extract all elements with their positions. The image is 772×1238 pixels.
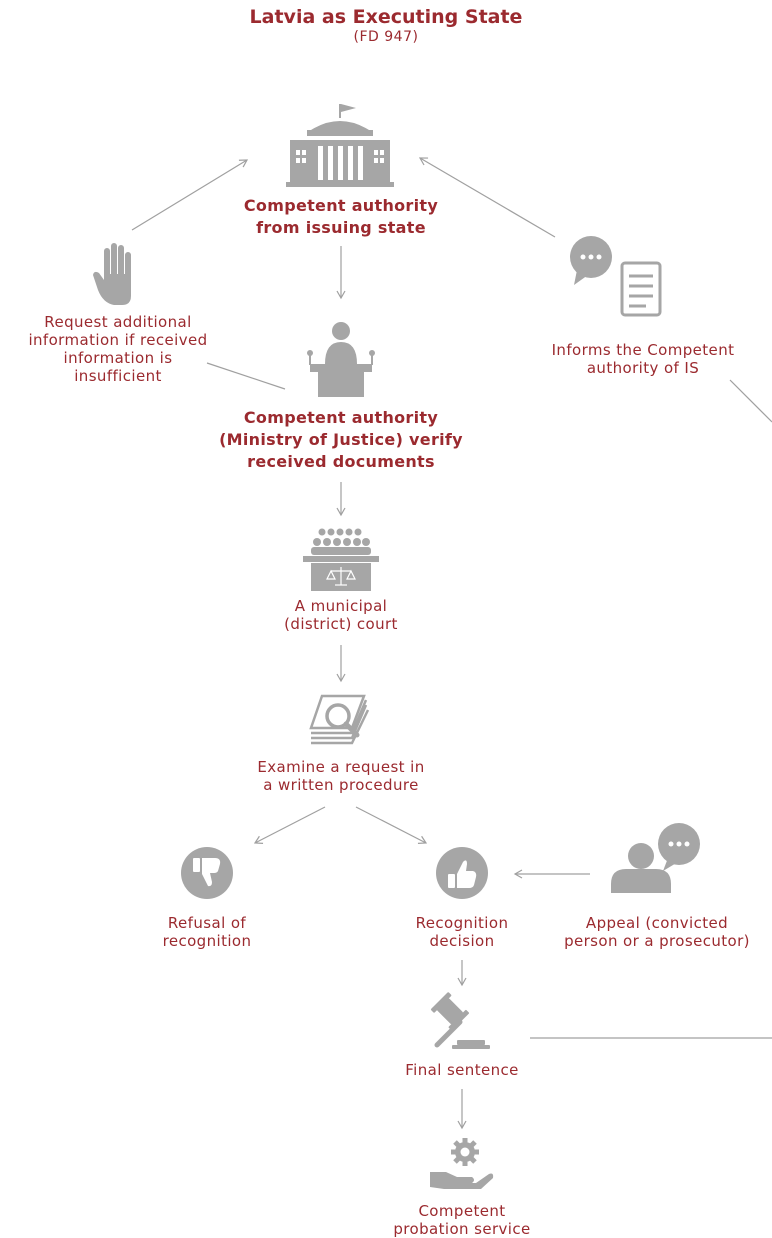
thumbs-down-icon bbox=[181, 847, 233, 899]
ministry-line3: received documents bbox=[247, 452, 435, 471]
arrow-informs-to-issuing bbox=[418, 157, 556, 238]
arrow-request-to-issuing bbox=[131, 159, 249, 231]
line-ministry-to-request bbox=[206, 362, 286, 390]
court-line2: (district) court bbox=[284, 615, 398, 633]
node-final: Final sentence bbox=[372, 1061, 552, 1079]
request-info-line3: information is bbox=[63, 349, 173, 367]
appeal-line1: Appeal (convicted bbox=[585, 914, 729, 932]
informs-line2: authority of IS bbox=[586, 359, 700, 377]
informs-line1: Informs the Competent bbox=[551, 341, 735, 359]
ministry-line1: Competent authority bbox=[243, 408, 439, 427]
speaker-podium-icon bbox=[307, 322, 375, 397]
recognition-line1: Recognition bbox=[415, 914, 509, 932]
node-court: A municipal (district) court bbox=[231, 597, 451, 633]
issuing-authority-line1: Competent authority bbox=[243, 196, 439, 215]
probation-line1: Competent bbox=[418, 1202, 506, 1220]
ministry-line2: (Ministry of Justice) verify bbox=[219, 430, 463, 449]
page-subtitle: (FD 947) bbox=[353, 29, 419, 45]
court-line1: A municipal bbox=[294, 597, 388, 615]
node-probation: Competent probation service bbox=[362, 1202, 562, 1238]
refusal-line2: recognition bbox=[162, 932, 252, 950]
page-title: Latvia as Executing State bbox=[249, 6, 523, 28]
request-info-line4: insufficient bbox=[74, 367, 162, 385]
node-refusal: Refusal of recognition bbox=[127, 914, 287, 950]
line-informs-offscreen bbox=[729, 379, 772, 423]
node-issuing-authority: Competent authority from issuing state bbox=[191, 195, 491, 239]
gavel-icon bbox=[430, 992, 490, 1049]
examine-line2: a written procedure bbox=[263, 776, 419, 794]
issuing-authority-line2: from issuing state bbox=[256, 218, 426, 237]
recognition-line2: decision bbox=[429, 932, 495, 950]
raised-hand-icon bbox=[93, 243, 131, 305]
node-examine: Examine a request in a written procedure bbox=[211, 758, 471, 794]
magnifier-documents-icon bbox=[309, 694, 370, 745]
arrow-examine-to-refusal bbox=[253, 806, 326, 844]
hand-gear-icon bbox=[430, 1138, 494, 1189]
probation-line2: probation service bbox=[393, 1220, 531, 1238]
node-request-info: Request additional information if receiv… bbox=[0, 313, 236, 385]
final-line1: Final sentence bbox=[405, 1061, 519, 1079]
appeal-line2: person or a prosecutor) bbox=[564, 932, 750, 950]
examine-line1: Examine a request in bbox=[257, 758, 425, 776]
node-informs: Informs the Competent authority of IS bbox=[513, 341, 772, 377]
courtroom-icon bbox=[303, 528, 379, 591]
node-ministry: Competent authority (Ministry of Justice… bbox=[171, 407, 511, 473]
node-recognition: Recognition decision bbox=[392, 914, 532, 950]
refusal-line1: Refusal of bbox=[167, 914, 247, 932]
node-appeal: Appeal (convicted person or a prosecutor… bbox=[542, 914, 772, 950]
request-info-line1: Request additional bbox=[44, 313, 192, 331]
government-building-icon bbox=[286, 104, 394, 187]
chat-document-icon bbox=[570, 236, 662, 317]
arrow-examine-to-recognition bbox=[355, 806, 428, 844]
person-speech-icon bbox=[611, 823, 700, 893]
thumbs-up-icon bbox=[436, 847, 488, 899]
request-info-line2: information if received bbox=[28, 331, 208, 349]
